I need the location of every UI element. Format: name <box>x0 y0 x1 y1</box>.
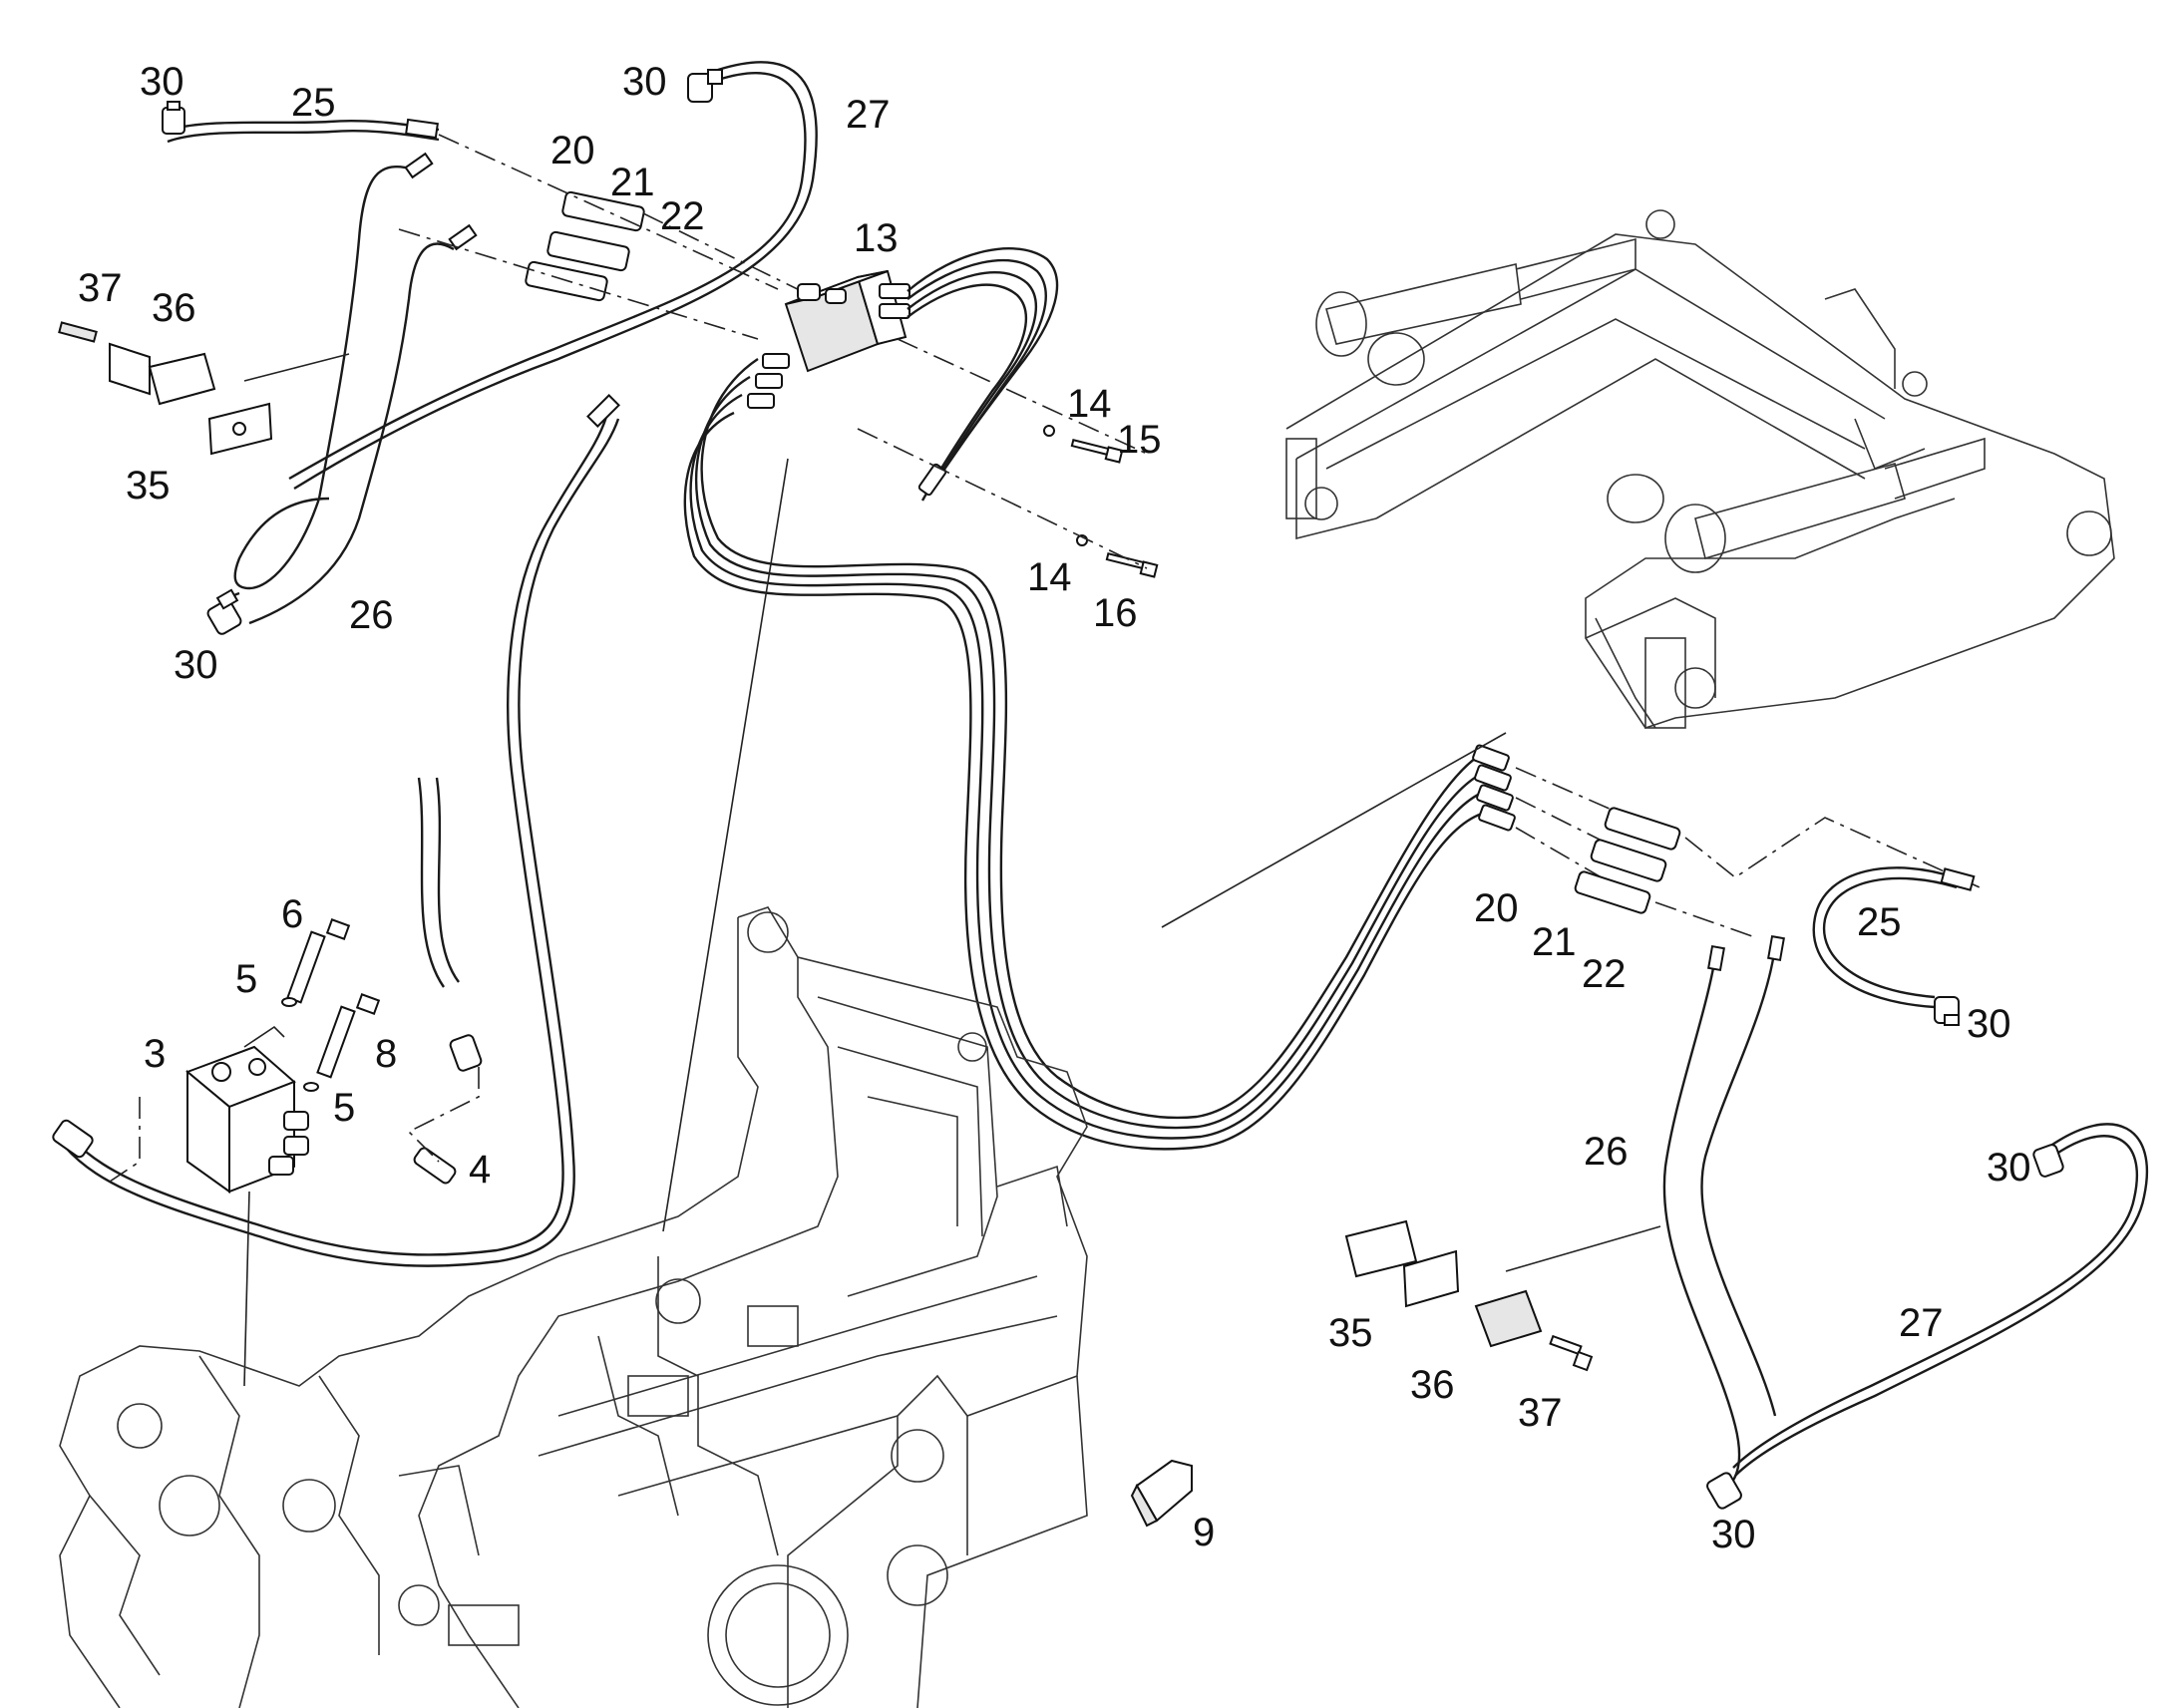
hose-26-upper <box>220 152 478 625</box>
callout-26: 26 <box>349 593 394 637</box>
clamp-set-left <box>58 321 273 456</box>
callout-27: 27 <box>846 93 891 137</box>
adapters-20-21-22-upper <box>525 190 645 302</box>
machine-frame <box>59 906 1088 1708</box>
bracket-9 <box>1130 1459 1193 1528</box>
bolt-6 <box>286 918 351 1004</box>
callout-21: 21 <box>610 161 655 204</box>
hose-26-right <box>1662 934 1785 1493</box>
callout-30: 30 <box>140 60 184 104</box>
fitting-30-bottom-left <box>206 588 242 635</box>
hose-bundle-upper-right <box>907 247 1059 502</box>
callout-14: 14 <box>1067 382 1112 426</box>
callout-3: 3 <box>144 1032 166 1076</box>
hose-ends-right <box>1472 744 1516 832</box>
callout-25: 25 <box>1857 900 1902 944</box>
fitting-30-top <box>687 69 723 103</box>
bolt-8 <box>316 993 381 1079</box>
callout-5: 5 <box>333 1086 355 1130</box>
callout-5: 5 <box>235 957 257 1001</box>
hose-27-right <box>1732 1123 2149 1477</box>
callout-22: 22 <box>660 194 705 238</box>
callout-20: 20 <box>550 129 595 172</box>
callout-6: 6 <box>281 892 303 936</box>
hose-bundle-main <box>683 358 1483 1151</box>
callout-8: 8 <box>375 1032 397 1076</box>
callout-35: 35 <box>1328 1311 1373 1355</box>
callout-30: 30 <box>622 60 667 104</box>
adapters-20-21-22-right <box>1574 807 1681 914</box>
callout-37: 37 <box>1518 1391 1563 1435</box>
fitting-30-right-1 <box>1934 996 1960 1026</box>
fitting-30-right-2 <box>2032 1144 2064 1178</box>
fitting-4 <box>413 1147 457 1185</box>
washer-5-lower <box>303 1082 319 1092</box>
callout-21: 21 <box>1532 920 1577 964</box>
valve-3 <box>185 1045 309 1194</box>
callout-35: 35 <box>126 464 171 508</box>
bolt-15-with-washer-14 <box>1043 425 1124 464</box>
callout-16: 16 <box>1093 591 1138 635</box>
callout-13: 13 <box>854 216 899 260</box>
callout-14: 14 <box>1027 555 1072 599</box>
callout-37: 37 <box>78 266 123 310</box>
washer-5-upper <box>281 997 297 1007</box>
callout-22: 22 <box>1582 952 1627 996</box>
callout-15: 15 <box>1117 418 1162 462</box>
hose-25-right <box>1812 866 1976 1009</box>
callout-25: 25 <box>291 81 336 125</box>
fitting-30-top-left <box>162 101 185 135</box>
hose-27-upper <box>288 61 818 491</box>
valve-block-13 <box>747 269 910 409</box>
callout-36: 36 <box>152 286 196 330</box>
callout-20: 20 <box>1474 886 1519 930</box>
hose-vertical-left <box>417 777 483 1072</box>
callout-27: 27 <box>1899 1301 1944 1345</box>
clamp-set-right <box>1344 1219 1594 1372</box>
callout-4: 4 <box>469 1148 491 1192</box>
callout-36: 36 <box>1410 1363 1455 1407</box>
hose-25-upper <box>164 118 440 144</box>
bolt-16-with-washer-14 <box>1076 534 1159 578</box>
callout-26: 26 <box>1584 1130 1629 1174</box>
callout-30: 30 <box>1711 1513 1756 1556</box>
loader-arm-assembly <box>1285 209 2115 729</box>
callout-9: 9 <box>1193 1511 1215 1554</box>
fitting-30-bottom-right <box>1706 1472 1742 1510</box>
callout-30: 30 <box>1967 1002 2011 1046</box>
hose-left-lower <box>52 394 620 1267</box>
callout-30: 30 <box>1987 1146 2031 1190</box>
callout-30: 30 <box>174 643 218 687</box>
callout-labels: 30 25 30 27 20 21 22 13 37 36 35 14 15 1… <box>78 60 2031 1556</box>
